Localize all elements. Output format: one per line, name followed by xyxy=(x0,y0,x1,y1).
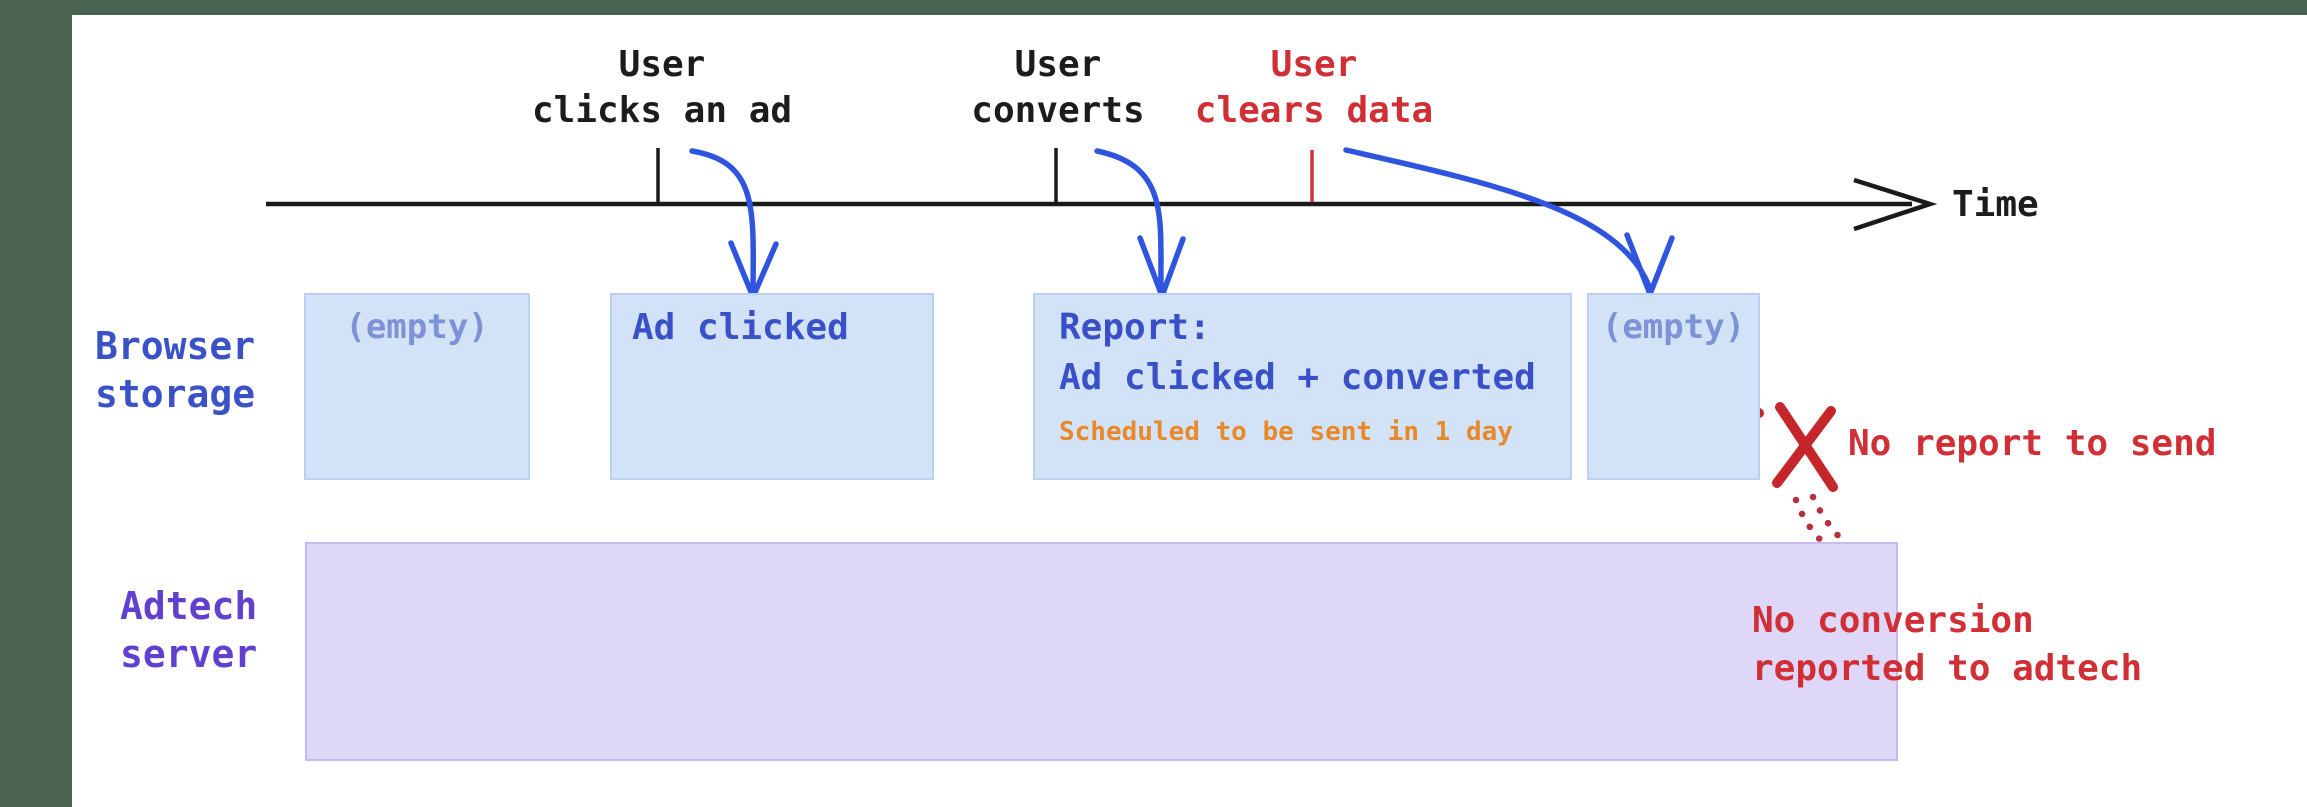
storage-box-empty-1: (empty) xyxy=(304,293,530,480)
no-conversion-line1: No conversion xyxy=(1752,600,2034,641)
storage-box-text: (empty) xyxy=(1601,307,1746,347)
event-line2: clears data xyxy=(1194,90,1434,131)
storage-box-report: Report: Ad clicked + converted Scheduled… xyxy=(1033,293,1572,480)
arrow-right-icon xyxy=(1853,177,1938,232)
curved-arrow-down-icon-convert xyxy=(1094,148,1164,293)
curved-arrow-down-icon-clear xyxy=(1343,147,1652,289)
storage-box-text: Ad clicked xyxy=(632,307,849,348)
event-label-user-clears-data: User clears data xyxy=(1054,42,1574,134)
no-conversion-line2: reported to adtech xyxy=(1752,648,2143,689)
frame-left-bar xyxy=(0,0,72,807)
event-label-user-converts: User converts xyxy=(798,42,1318,134)
event-line2: clicks an ad xyxy=(531,90,793,131)
event-line1: User xyxy=(1014,44,1102,85)
storage-box-empty-2: (empty) xyxy=(1587,293,1760,480)
event-line2: converts xyxy=(971,90,1145,131)
frame-top-bar xyxy=(0,0,2307,15)
no-conversion-annotation: No conversion reported to adtech xyxy=(1752,597,2142,693)
storage-box-text: (empty) xyxy=(345,307,489,347)
time-axis-label: Time xyxy=(1952,184,2039,225)
row-label-line2: server xyxy=(120,632,258,676)
row-label-line1: Adtech xyxy=(120,584,258,628)
curved-arrow-down-icon-click xyxy=(689,148,757,293)
row-label-line1: Browser xyxy=(95,324,256,368)
report-title: Report: xyxy=(1059,307,1211,348)
storage-box-ad-clicked: Ad clicked xyxy=(610,293,934,480)
report-detail: Ad clicked + converted xyxy=(1059,357,1536,398)
event-line1: User xyxy=(618,44,706,85)
event-line1: User xyxy=(1270,44,1358,85)
report-schedule-note: Scheduled to be sent in 1 day xyxy=(1059,417,1513,447)
adtech-server-box xyxy=(305,542,1898,761)
no-report-annotation: No report to send xyxy=(1848,423,2217,464)
x-mark-icon xyxy=(1772,402,1838,492)
row-label-line2: storage xyxy=(95,372,256,416)
event-label-user-clicks: User clicks an ad xyxy=(402,42,922,134)
